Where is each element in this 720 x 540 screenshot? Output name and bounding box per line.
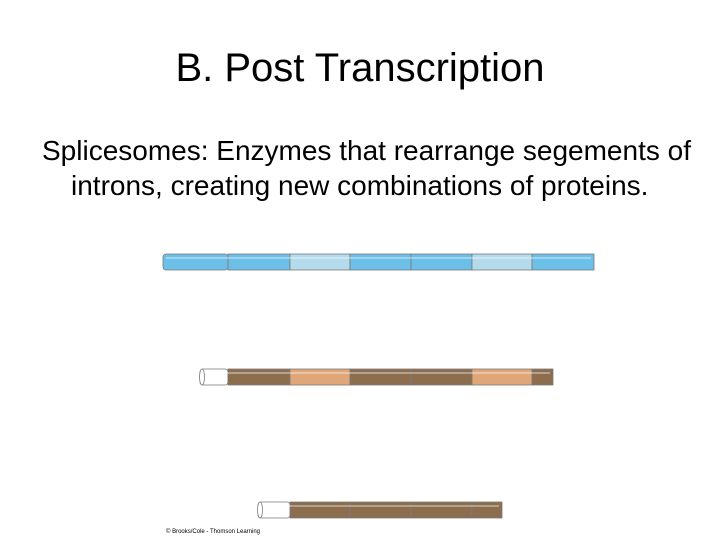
strand-segment (349, 501, 412, 519)
strand-end-cap (257, 501, 263, 519)
body-text: Splicesomes: Enzymes that rearrange sege… (42, 135, 691, 201)
strand-segment (162, 253, 229, 271)
strand-segment (531, 368, 554, 386)
strand-end-cap (199, 368, 205, 386)
pre-mrna-strand (162, 253, 595, 271)
strand-segment (531, 253, 595, 271)
strand-segment (410, 501, 473, 519)
strand-segment (471, 253, 533, 271)
spliced-strand-one (199, 368, 554, 386)
strand-segment (227, 368, 291, 386)
strand-segment (227, 253, 291, 271)
strand-segment (349, 368, 412, 386)
strand-segment (289, 368, 351, 386)
strand-segment (349, 253, 412, 271)
strand-segment (289, 253, 351, 271)
spliced-strand-two (257, 501, 503, 519)
strand-segment (410, 253, 473, 271)
strand-segment (471, 501, 503, 519)
slide-title: B. Post Transcription (175, 46, 545, 90)
strand-layer (162, 253, 595, 519)
strand-segment (289, 501, 351, 519)
copyright-credit: © Brooks/Cole - Thomson Learning (166, 529, 261, 535)
strand-segment (410, 368, 473, 386)
strand-segment (471, 368, 533, 386)
